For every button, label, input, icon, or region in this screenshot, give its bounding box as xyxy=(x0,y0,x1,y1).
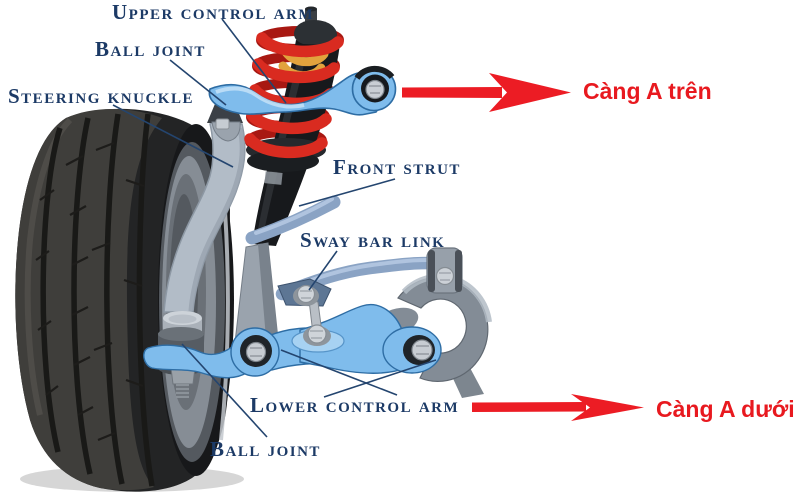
red-arrows xyxy=(402,73,644,421)
tire-tread-sipes xyxy=(35,141,145,442)
leader-ball-joint-bottom xyxy=(181,343,268,438)
subframe-bracket xyxy=(373,273,492,398)
sway-bar-upper xyxy=(245,195,341,245)
strut-top-mount xyxy=(294,6,337,45)
label-ball-joint-top: Ball joint xyxy=(95,37,206,61)
label-front-strut: Front strut xyxy=(333,155,461,179)
leader-lines xyxy=(112,18,437,438)
leader-steering-knuckle xyxy=(112,104,234,168)
upper-arm-highlight xyxy=(215,86,305,109)
strut-sticker xyxy=(264,171,283,185)
label-upper-control-arm: Upper control arm xyxy=(112,0,314,24)
annotation-cang-a-duoi: Càng A dưới xyxy=(656,396,795,422)
annotation-cang-a-tren: Càng A trên xyxy=(583,78,712,104)
leader-lower-control-arm-1 xyxy=(280,349,398,396)
arrow-upper xyxy=(402,73,571,112)
coil-spring-front xyxy=(244,32,344,158)
sway-bar-clamp xyxy=(426,247,463,294)
lower-arm-hub-bushing xyxy=(230,327,280,377)
clamp-bolt xyxy=(435,266,455,286)
leader-lower-control-arm-2 xyxy=(323,359,437,398)
leader-sway-bar-link xyxy=(308,250,338,291)
lower-control-arm xyxy=(143,303,442,379)
leader-front-strut xyxy=(298,178,396,207)
label-lower-control-arm: Lower control arm xyxy=(250,393,460,417)
label-steering-knuckle: Steering knuckle xyxy=(8,84,194,108)
leader-ball-joint-top xyxy=(169,59,227,106)
upper-arm-bushing-eye xyxy=(351,65,397,112)
leader-upper-control-arm xyxy=(221,18,287,104)
tire-tread-grooves xyxy=(40,113,155,487)
label-ball-joint-bottom: Ball joint xyxy=(210,437,321,461)
front-strut xyxy=(244,6,344,246)
upper-control-arm xyxy=(208,65,397,116)
arrow-lower xyxy=(472,394,644,421)
label-sway-bar-link: Sway bar link xyxy=(300,228,446,252)
ball-joint-nut xyxy=(215,118,230,130)
lower-arm-rear-bushing xyxy=(382,326,442,374)
sway-bar-link xyxy=(293,284,331,346)
